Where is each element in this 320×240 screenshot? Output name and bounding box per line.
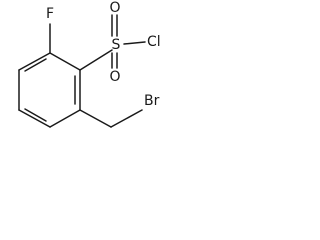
atom-label-oxygen-top: O: [109, 0, 120, 16]
bond-s-cl: [123, 41, 146, 45]
atom-label-bromine: Br: [144, 93, 160, 109]
bond-ring-ch2: [79, 109, 112, 128]
ring-bond-3: [49, 109, 81, 128]
ring-bond-4: [18, 109, 51, 128]
ring-bond-1: [49, 52, 81, 71]
atom-label-sulfur: S: [112, 37, 121, 53]
atom-label-oxygen-bottom: O: [109, 69, 120, 85]
bond-c-s: [79, 49, 113, 71]
benzene-ring: [18, 52, 81, 128]
atom-label-fluorine: F: [46, 6, 54, 22]
ring-double-bond-inner-3: [24, 58, 47, 72]
ring-double-bond-inner-2: [24, 108, 47, 122]
structure-diagram: F S Cl O O Br: [18, 0, 161, 128]
bond-ch2-br: [110, 109, 143, 128]
atom-label-chlorine: Cl: [147, 34, 161, 50]
ring-bond-6: [18, 52, 51, 71]
